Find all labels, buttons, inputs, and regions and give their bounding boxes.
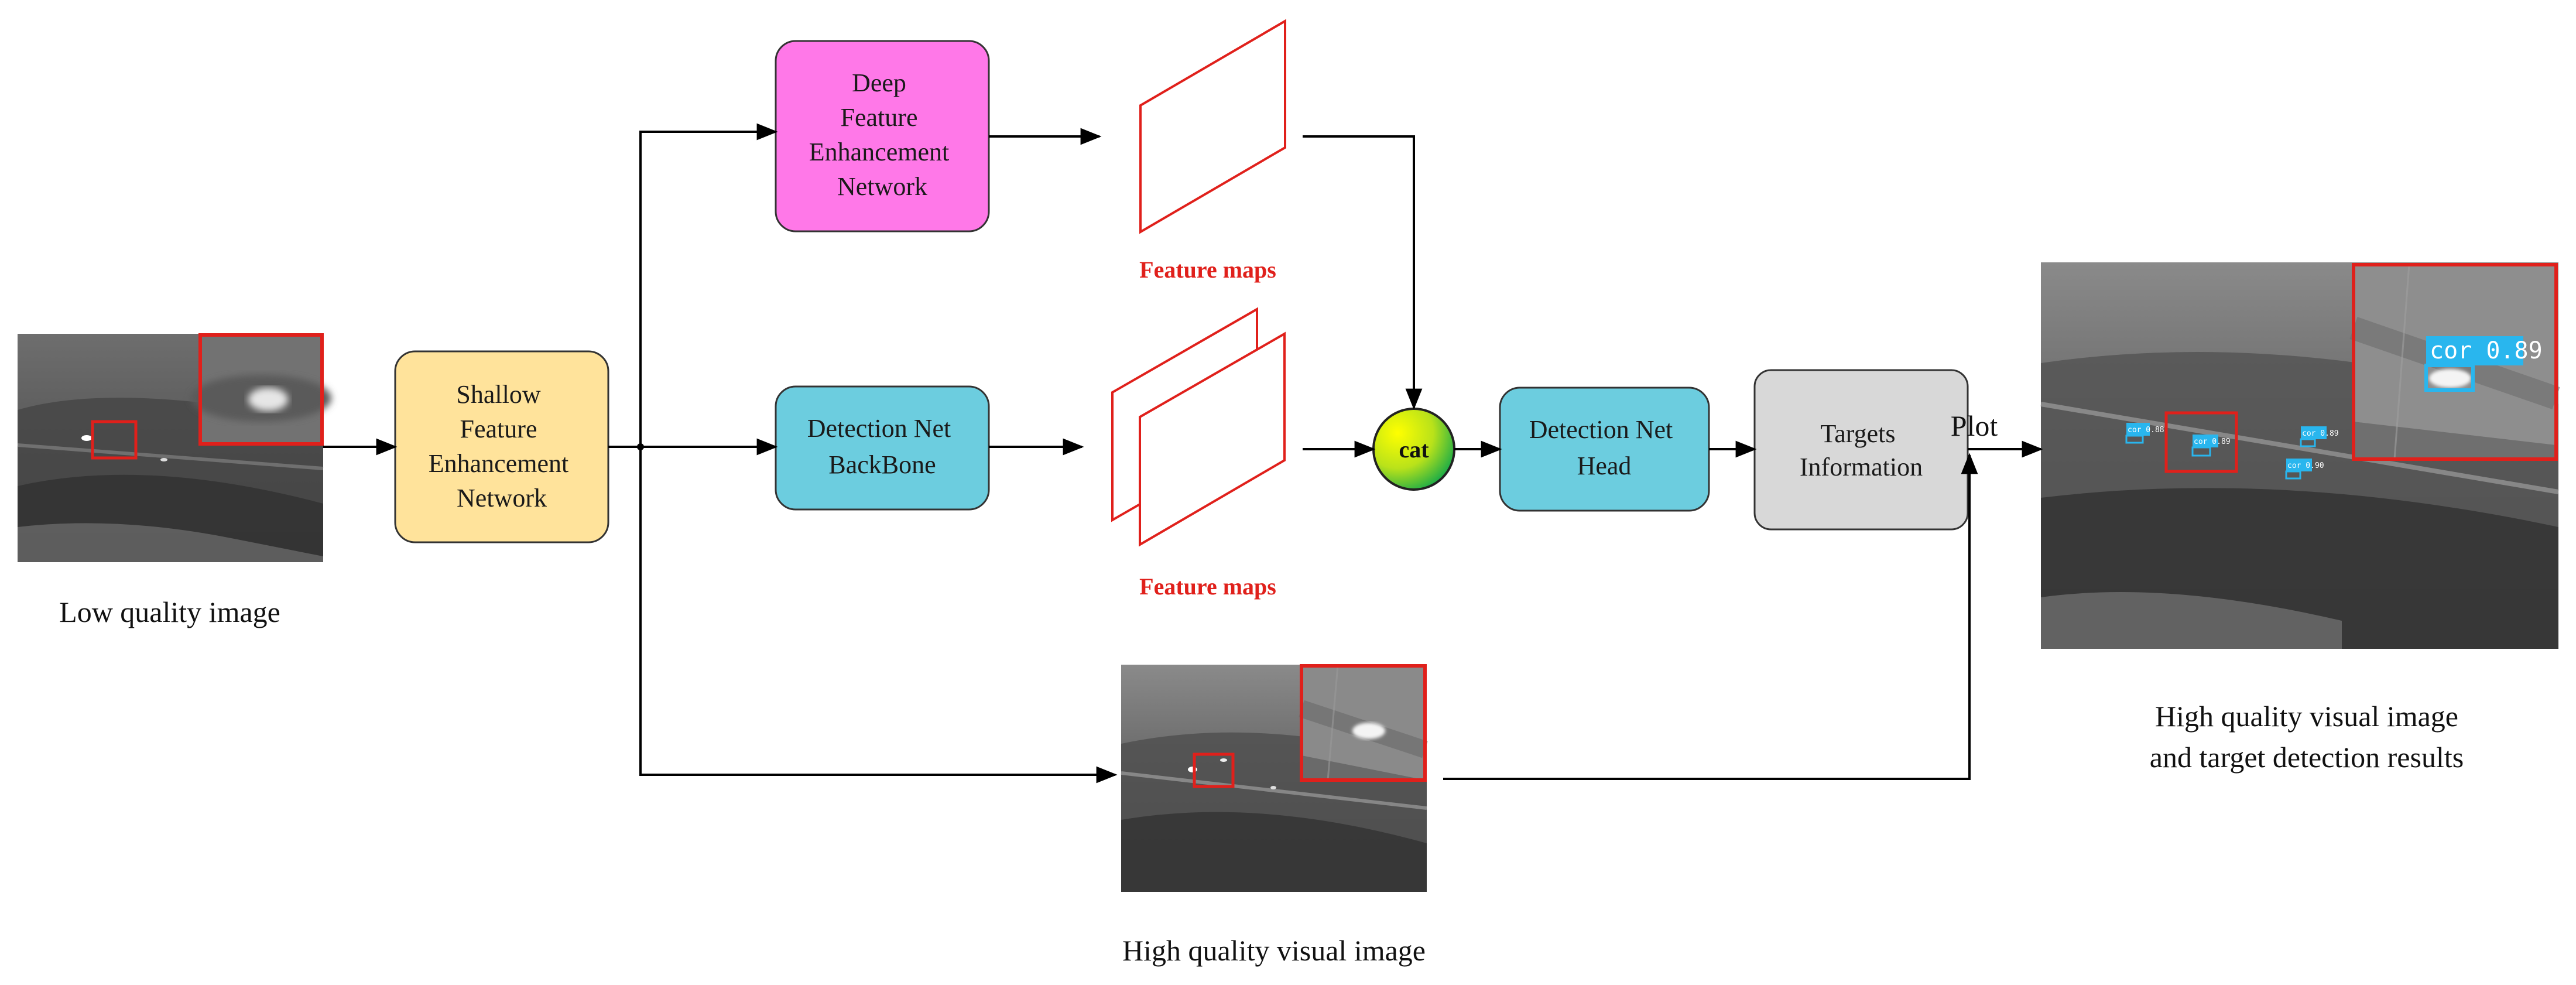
small-detection-4: cor 0.90 [2285, 459, 2324, 480]
branch-junction-dot [637, 443, 644, 450]
targets-information-box: Targets Information [1753, 369, 1969, 531]
svg-text:cor 0.89: cor 0.89 [2302, 429, 2339, 438]
deep-line-1: Deep [852, 69, 906, 97]
plot-label: Plot [1951, 409, 1998, 442]
high-quality-zoom-inset [1299, 664, 1428, 782]
deep-feature-enhancement-network-box: Deep Feature Enhancement Network [775, 40, 990, 232]
small-detection-1: cor 0.88 [2125, 423, 2164, 444]
svg-text:cor 0.88: cor 0.88 [2128, 426, 2164, 435]
shallow-line-1: Shallow [456, 380, 540, 409]
deep-line-4: Network [837, 172, 927, 201]
high-quality-image [1121, 664, 1428, 892]
targets-line-1: Targets [1820, 419, 1895, 448]
arrow-branch-to-deep [639, 123, 778, 447]
svg-text:Detection Net BackBone: Detection Net BackBone [807, 414, 958, 479]
feature-map-deep [1139, 19, 1286, 234]
arrow-branch-to-hq-image [639, 447, 1118, 784]
svg-text:Detection Net Head: Detection Net Head [1529, 415, 1680, 480]
result-zoom-inset: cor 0.89 [2349, 263, 2560, 461]
svg-text:cor 0.89: cor 0.89 [2194, 437, 2231, 446]
shallow-line-4: Network [457, 484, 547, 512]
svg-text:Deep Feature Enhan: Deep Feature Enhancement Network [809, 69, 955, 201]
result-caption-line-1: High quality visual image [2155, 700, 2458, 733]
backbone-line-2: BackBone [828, 450, 936, 479]
shallow-feature-enhancement-network-box: Shallow Feature Enhancement Network [394, 350, 609, 543]
deep-line-3: Enhancement [809, 138, 949, 166]
deep-line-2: Feature [841, 103, 918, 132]
svg-text:cat: cat [1399, 436, 1429, 463]
shallow-line-2: Feature [460, 415, 537, 443]
high-quality-caption: High quality visual image [1122, 934, 1426, 967]
small-detection-2: cor 0.89 [2191, 435, 2231, 457]
detection-net-head-box: Detection Net Head [1499, 387, 1710, 512]
svg-text:Targets Information: Targets Information [1800, 419, 1923, 481]
low-quality-zoom-inset [191, 333, 331, 446]
cat-concatenation-node: cat [1372, 408, 1455, 491]
low-quality-image [17, 333, 331, 562]
low-quality-caption: Low quality image [59, 596, 280, 628]
main-detection-label: cor 0.89 [2430, 337, 2543, 364]
result-caption-line-2: and target detection results [2150, 741, 2464, 774]
feature-maps-backbone [1111, 307, 1286, 547]
svg-text:Shallow Feature En: Shallow Feature Enhancement Network [429, 380, 575, 512]
targets-line-2: Information [1800, 453, 1923, 481]
detection-result-image: cor 0.88 cor 0.89 cor 0.89 cor 0.90 co [2040, 262, 2560, 649]
head-line-1: Detection Net [1529, 415, 1673, 444]
detection-net-backbone-box: Detection Net BackBone [775, 385, 990, 511]
shallow-line-3: Enhancement [429, 449, 568, 478]
connectors [323, 123, 2043, 784]
head-line-2: Head [1577, 452, 1632, 480]
arrow-hq-image-to-plot [1443, 453, 1978, 780]
svg-text:cor 0.90: cor 0.90 [2287, 461, 2324, 470]
small-detection-3: cor 0.89 [2300, 426, 2339, 447]
backbone-line-1: Detection Net [807, 414, 951, 443]
arrow-feature-maps-to-cat-top [1303, 135, 1423, 410]
feature-maps-label-middle: Feature maps [1139, 573, 1276, 600]
feature-maps-label-top: Feature maps [1139, 256, 1276, 283]
